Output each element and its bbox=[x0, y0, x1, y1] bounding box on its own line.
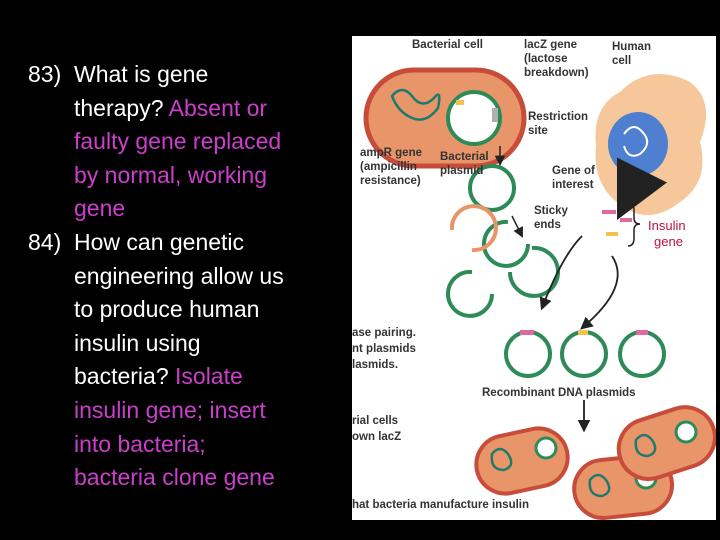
label-ampr-3: resistance) bbox=[360, 175, 421, 187]
label-insulin-2: gene bbox=[654, 234, 683, 249]
answer-line: bacteria clone gene bbox=[74, 464, 275, 491]
label-cells-1: rial cells bbox=[352, 415, 398, 427]
question-line: bacteria? Isolate bbox=[28, 360, 338, 394]
human-cell bbox=[595, 74, 707, 221]
recombinant-bacteria bbox=[474, 405, 716, 520]
label-lacz-1: lacZ gene bbox=[524, 39, 577, 51]
label-interest-1: Gene of bbox=[552, 165, 595, 177]
cut-plasmids bbox=[446, 204, 560, 318]
question-line: therapy? Absent or bbox=[28, 92, 338, 126]
question-line: engineering allow us bbox=[74, 262, 284, 289]
label-sticky-2: ends bbox=[534, 219, 561, 231]
label-restriction-1: Restriction bbox=[528, 111, 588, 123]
label-cells-2: own lacZ bbox=[352, 431, 401, 443]
answer-line: insulin gene; insert bbox=[74, 396, 266, 423]
question-text: What is gene bbox=[74, 61, 209, 87]
question-83: 83) What is gene bbox=[28, 58, 338, 92]
answer-text: Isolate bbox=[175, 363, 243, 390]
label-human-2: cell bbox=[612, 55, 631, 67]
figure-diagram: Bacterial cell lacZ gene (lactose breakd… bbox=[352, 39, 716, 520]
question-text: therapy? bbox=[74, 94, 164, 121]
recombinant-plasmids bbox=[504, 330, 666, 378]
label-ampr-2: (ampicillin bbox=[360, 161, 417, 173]
label-base-1: ase pairing. bbox=[352, 327, 416, 339]
label-base-3: lasmids. bbox=[352, 359, 398, 371]
question-line: to produce human bbox=[74, 296, 260, 323]
label-lacz-3: breakdown) bbox=[524, 67, 589, 79]
label-plasmid-1: Bacterial bbox=[440, 151, 489, 163]
label-bacterial-cell: Bacterial cell bbox=[412, 39, 483, 51]
answer-line: faulty gene replaced bbox=[74, 128, 282, 155]
label-base-2: nt plasmids bbox=[352, 343, 416, 355]
bacterial-plasmid bbox=[468, 164, 516, 212]
qa-text: 83) What is gene therapy? Absent or fault… bbox=[28, 58, 338, 495]
question-text: How can genetic bbox=[74, 228, 245, 255]
label-human-1: Human bbox=[612, 41, 651, 53]
label-insulin-1: Insulin bbox=[648, 218, 686, 233]
label-manufacture: hat bacteria manufacture insulin bbox=[352, 499, 529, 511]
question-84: 84) How can genetic bbox=[28, 226, 338, 260]
bacterial-cell bbox=[363, 67, 527, 169]
label-restriction-2: site bbox=[528, 125, 548, 137]
question-line: insulin using bbox=[74, 329, 201, 356]
label-lacz-2: (lactose bbox=[524, 53, 567, 65]
label-plasmid-2: plasmid bbox=[440, 165, 483, 177]
answer-text: Absent or bbox=[168, 94, 268, 121]
label-ampr-1: ampR gene bbox=[360, 147, 422, 159]
answer-line: by normal, working bbox=[74, 161, 268, 188]
insulin-gene-fragments bbox=[602, 201, 641, 247]
label-sticky-1: Sticky bbox=[534, 205, 568, 217]
genetic-engineering-figure: Bacterial cell lacZ gene (lactose breakd… bbox=[352, 36, 716, 520]
label-interest-2: interest bbox=[552, 179, 594, 191]
question-number: 83) bbox=[28, 61, 62, 87]
question-text: bacteria? bbox=[74, 363, 169, 390]
answer-line: into bacteria; bbox=[74, 430, 206, 457]
label-recombinant: Recombinant DNA plasmids bbox=[482, 387, 636, 399]
question-number: 84) bbox=[28, 228, 62, 255]
answer-line: gene bbox=[74, 195, 126, 222]
